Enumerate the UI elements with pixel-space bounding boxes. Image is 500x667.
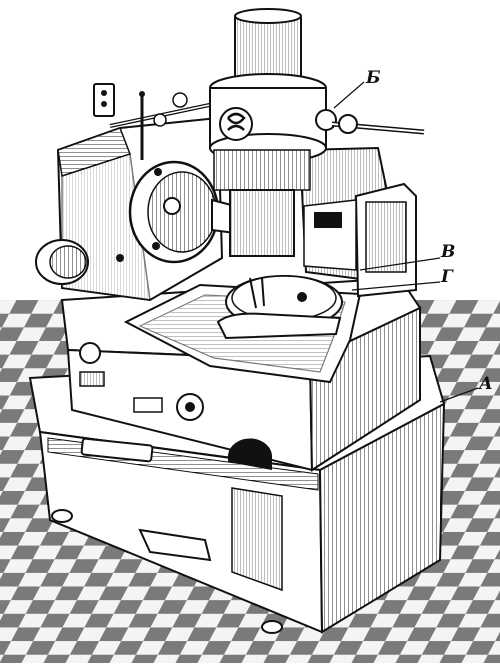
top-rods bbox=[93, 83, 215, 160]
dividing-disc bbox=[128, 160, 272, 264]
callout-label-b: Б bbox=[366, 68, 381, 88]
work-table bbox=[123, 275, 362, 384]
leader-lines bbox=[333, 81, 479, 403]
column-housing bbox=[298, 146, 417, 298]
spindle-head bbox=[209, 8, 425, 257]
callout-label-g: Г bbox=[441, 267, 453, 287]
callout-label-a: А bbox=[479, 374, 493, 394]
callout-label-v: В bbox=[441, 242, 456, 262]
